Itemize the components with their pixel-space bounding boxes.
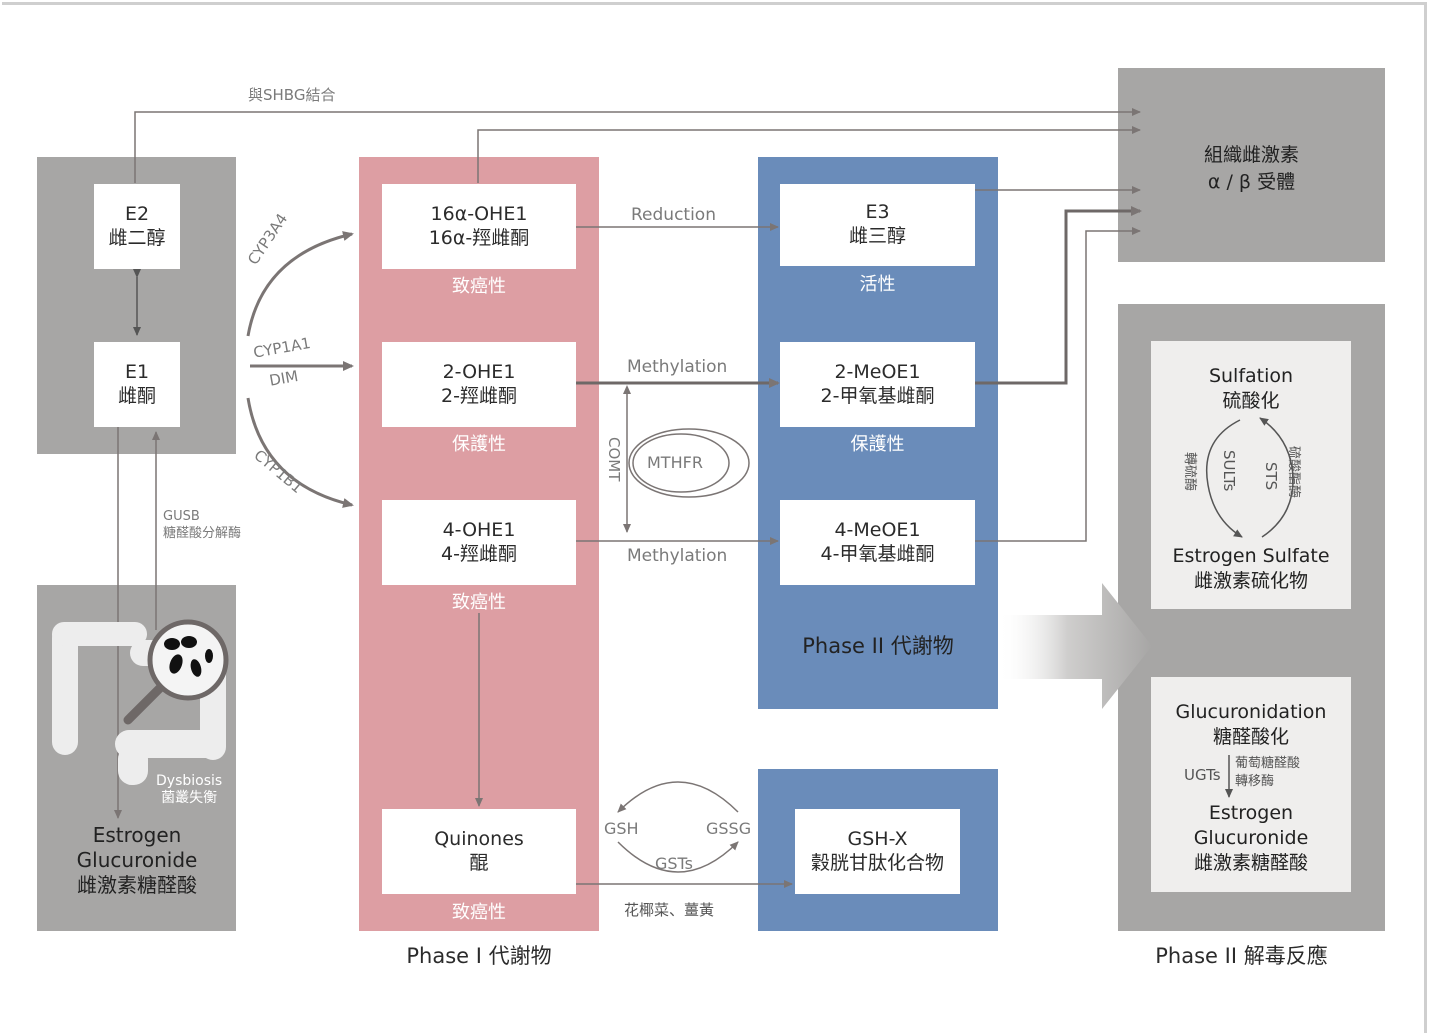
gshx-name: GSH-X bbox=[847, 827, 908, 850]
gsh-cycle-bottom bbox=[617, 841, 739, 873]
meo4-receptor-arrow bbox=[975, 227, 1141, 542]
sulfation-box bbox=[1151, 341, 1351, 609]
ohe4-zh: 4-羥雌酮 bbox=[441, 542, 517, 565]
gsh-cycle-top bbox=[617, 781, 739, 813]
quinones-name: Quinones bbox=[434, 827, 524, 850]
vegetable-label: 花椰菜、薑黃 bbox=[624, 901, 715, 919]
comt-label: COMT bbox=[605, 437, 623, 482]
gsts-label: GSTs bbox=[655, 854, 694, 873]
ohe2-tag: 保護性 bbox=[452, 434, 506, 455]
meo2-tag: 保護性 bbox=[850, 434, 905, 455]
e1-name: E1 bbox=[124, 360, 150, 383]
shbg-label: 與SHBG結合 bbox=[248, 86, 336, 104]
meo2-box: 2-MeOE1 2-甲氧基雌酮 bbox=[780, 342, 975, 427]
ohe16-name: 16α-OHE1 bbox=[430, 202, 528, 225]
ohe16-receptor-arrow bbox=[477, 126, 1141, 183]
ohe16-tag: 致癌性 bbox=[452, 276, 506, 297]
e2-name: E2 bbox=[124, 202, 150, 225]
gshx-box: GSH-X 穀胱甘肽化合物 bbox=[795, 809, 960, 894]
e3-zh: 雌三醇 bbox=[848, 225, 906, 247]
gusb-label: GUSB 糖醛酸分解酶 bbox=[163, 509, 242, 541]
gssg-label: GSSG bbox=[706, 819, 752, 838]
meo4-zh: 4-甲氧基雌酮 bbox=[820, 542, 935, 565]
ugts-label: UGTs bbox=[1184, 766, 1221, 784]
quinones-box: Quinones 醌 bbox=[382, 809, 576, 894]
meo2-zh: 2-甲氧基雌酮 bbox=[820, 384, 935, 407]
e3-tag: 活性 bbox=[859, 274, 896, 295]
sts-zh-label: 硫酸酯酶 bbox=[1286, 446, 1301, 499]
ohe4-tag: 致癌性 bbox=[452, 592, 506, 613]
ohe4-box: 4-OHE1 4-羥雌酮 bbox=[382, 500, 576, 585]
magnifier-icon bbox=[123, 619, 229, 725]
cyp3a4-arrow bbox=[246, 231, 354, 337]
mthfr-inner-ring bbox=[632, 433, 730, 493]
sults-label: SULTs bbox=[1220, 450, 1238, 492]
shbg-arrow bbox=[134, 108, 1141, 183]
e1-zh: 雌酮 bbox=[117, 384, 156, 407]
quinones-zh: 醌 bbox=[469, 851, 489, 874]
ohe16-zh: 16α-羥雌酮 bbox=[428, 226, 530, 249]
detox-glucuronide-label: Estrogen Glucuronide 雌激素糖醛酸 bbox=[1193, 802, 1309, 874]
receptor-label: 組織雌激素 α / β 受體 bbox=[1203, 144, 1299, 193]
dysbiosis-label: Dysbiosis 菌叢失衡 bbox=[156, 773, 223, 806]
estrogen-glucuronide-label: Estrogen Glucuronide 雌激素糖醛酸 bbox=[76, 823, 198, 897]
e3-name: E3 bbox=[865, 201, 890, 224]
detox-title: Phase II 解毒反應 bbox=[1155, 944, 1328, 968]
glucuronidation-label: Glucuronidation 糖醛酸化 bbox=[1175, 701, 1327, 748]
quinones-tag: 致癌性 bbox=[452, 902, 506, 923]
phase1-title: Phase I 代謝物 bbox=[406, 944, 552, 968]
mthfr-outer-ring bbox=[628, 428, 750, 498]
sults-cycle-arrow bbox=[1205, 419, 1243, 538]
big-transfer-arrow bbox=[998, 583, 1152, 709]
sults-zh-label: 轉硫酶 bbox=[1182, 452, 1197, 492]
glucuronidation-box bbox=[1151, 677, 1351, 892]
gshx-zh: 穀胱甘肽化合物 bbox=[810, 851, 944, 874]
ugts-zh-label: 葡萄糖醛酸 轉移酶 bbox=[1235, 756, 1301, 789]
ohe4-name: 4-OHE1 bbox=[442, 518, 516, 541]
gsh-label: GSH bbox=[604, 819, 639, 838]
ohe16-box: 16α-OHE1 16α-羥雌酮 bbox=[382, 184, 576, 269]
sts-cycle-arrow bbox=[1259, 417, 1294, 538]
phase2-metabolite-title: Phase II 代謝物 bbox=[802, 634, 954, 658]
e1-box: E1 雌酮 bbox=[94, 342, 180, 427]
methylation-bottom-label: Methylation bbox=[627, 546, 728, 566]
methylation-top-label: Methylation bbox=[627, 357, 728, 377]
meo2-receptor-arrow bbox=[975, 206, 1142, 385]
mthfr-label: MTHFR bbox=[647, 453, 703, 472]
cyp1b1-arrow bbox=[246, 397, 354, 508]
sulfation-label: Sulfation 硫酸化 bbox=[1208, 365, 1294, 412]
ohe2-name: 2-OHE1 bbox=[442, 360, 516, 383]
receptor-panel bbox=[1118, 68, 1385, 262]
reduction-label: Reduction bbox=[631, 205, 716, 225]
meo2-name: 2-MeOE1 bbox=[834, 360, 921, 383]
estrogen-sulfate-label: Estrogen Sulfate 雌激素硫化物 bbox=[1172, 545, 1330, 592]
meo4-name: 4-MeOE1 bbox=[834, 518, 921, 541]
ohe2-box: 2-OHE1 2-羥雌酮 bbox=[382, 342, 576, 427]
e2-box: E2 雌二醇 bbox=[94, 184, 180, 269]
meo4-box: 4-MeOE1 4-甲氧基雌酮 bbox=[780, 500, 975, 585]
e2-zh: 雌二醇 bbox=[108, 226, 166, 249]
sts-label: STS bbox=[1262, 462, 1280, 491]
e3-box: E3 雌三醇 bbox=[780, 184, 975, 266]
ohe2-zh: 2-羥雌酮 bbox=[441, 384, 517, 407]
